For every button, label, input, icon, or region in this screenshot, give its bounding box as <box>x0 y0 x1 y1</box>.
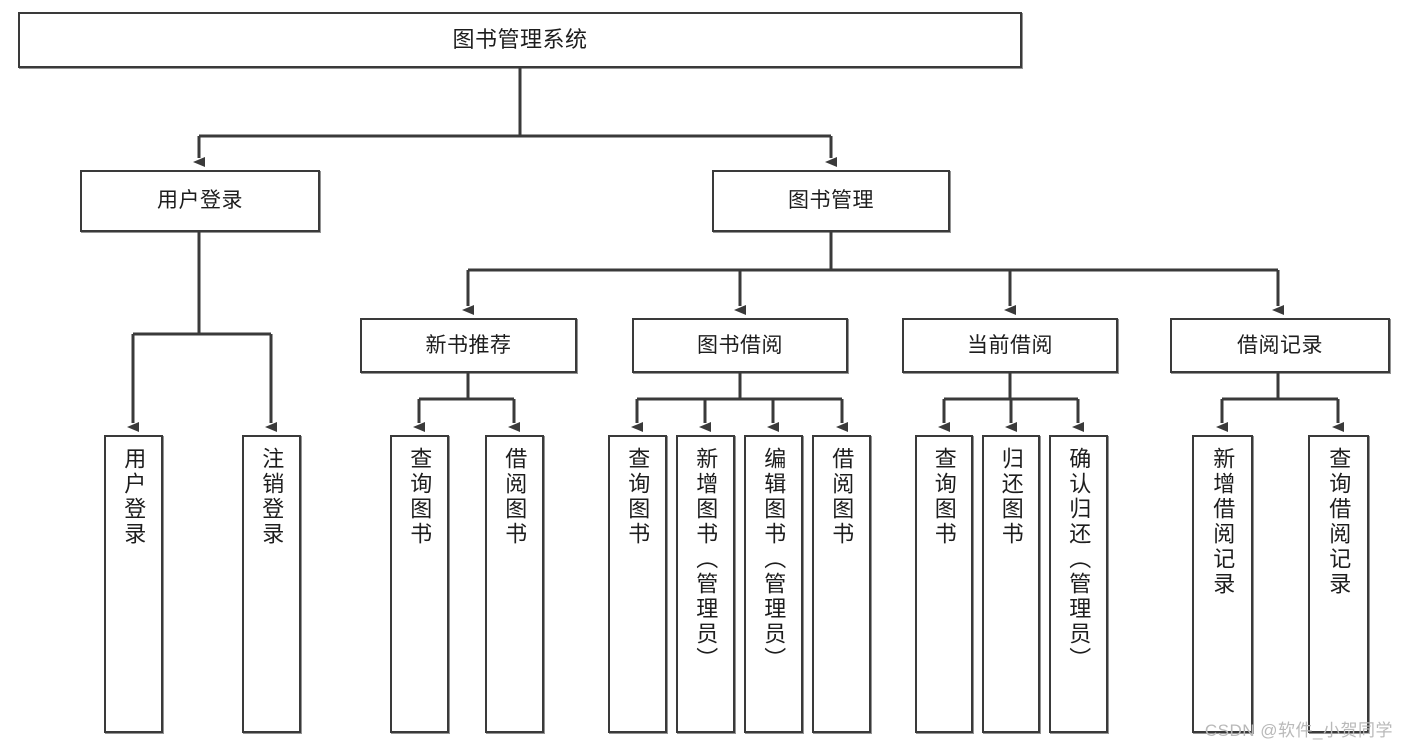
leaf-record-add-record[interactable]: 新增借阅记录 <box>1192 435 1253 733</box>
node-root-system[interactable]: 图书管理系统 <box>18 12 1022 68</box>
node-label: 查询图书 <box>625 447 651 547</box>
node-label: 图书管理 <box>788 189 874 213</box>
leaf-user-login-login[interactable]: 用户登录 <box>104 435 163 733</box>
node-book-borrow[interactable]: 图书借阅 <box>632 318 848 373</box>
node-label: 用户登录 <box>121 447 147 547</box>
leaf-borrow-add-book-admin[interactable]: 新增图书（管理员） <box>676 435 735 733</box>
node-label: 图书管理系统 <box>452 26 588 52</box>
node-label: 借阅图书 <box>829 447 855 547</box>
node-label: 查询借阅记录 <box>1326 447 1352 597</box>
node-label: 确认归还（管理员） <box>1066 447 1092 672</box>
node-label: 查询图书 <box>931 447 957 547</box>
node-label: 查询图书 <box>407 447 433 547</box>
node-label: 新增借阅记录 <box>1210 447 1236 597</box>
node-user-login[interactable]: 用户登录 <box>80 170 320 232</box>
node-label: 注销登录 <box>259 447 285 547</box>
node-borrow-record[interactable]: 借阅记录 <box>1170 318 1390 373</box>
node-label: 编辑图书（管理员） <box>761 447 787 672</box>
node-new-book-recommend[interactable]: 新书推荐 <box>360 318 577 373</box>
node-label: 借阅图书 <box>502 447 528 547</box>
leaf-current-return-book[interactable]: 归还图书 <box>982 435 1040 733</box>
leaf-user-login-logout[interactable]: 注销登录 <box>242 435 301 733</box>
leaf-borrow-edit-book-admin[interactable]: 编辑图书（管理员） <box>744 435 803 733</box>
node-current-borrow[interactable]: 当前借阅 <box>902 318 1118 373</box>
leaf-record-query-record[interactable]: 查询借阅记录 <box>1308 435 1369 733</box>
leaf-recommend-query-book[interactable]: 查询图书 <box>390 435 449 733</box>
node-label: 新书推荐 <box>425 333 512 357</box>
leaf-borrow-query-book[interactable]: 查询图书 <box>608 435 667 733</box>
node-label: 当前借阅 <box>967 333 1053 357</box>
leaf-current-confirm-return-admin[interactable]: 确认归还（管理员） <box>1049 435 1108 733</box>
node-book-management[interactable]: 图书管理 <box>712 170 950 232</box>
node-label: 图书借阅 <box>697 333 783 357</box>
leaf-recommend-borrow-book[interactable]: 借阅图书 <box>485 435 544 733</box>
node-label: 归还图书 <box>998 447 1024 547</box>
leaf-borrow-borrow-book[interactable]: 借阅图书 <box>812 435 871 733</box>
leaf-current-query-book[interactable]: 查询图书 <box>915 435 973 733</box>
node-label: 借阅记录 <box>1237 333 1323 357</box>
watermark: CSDN @软件_小贺同学 <box>1204 721 1393 740</box>
node-label: 用户登录 <box>157 189 243 213</box>
node-label: 新增图书（管理员） <box>693 447 719 672</box>
